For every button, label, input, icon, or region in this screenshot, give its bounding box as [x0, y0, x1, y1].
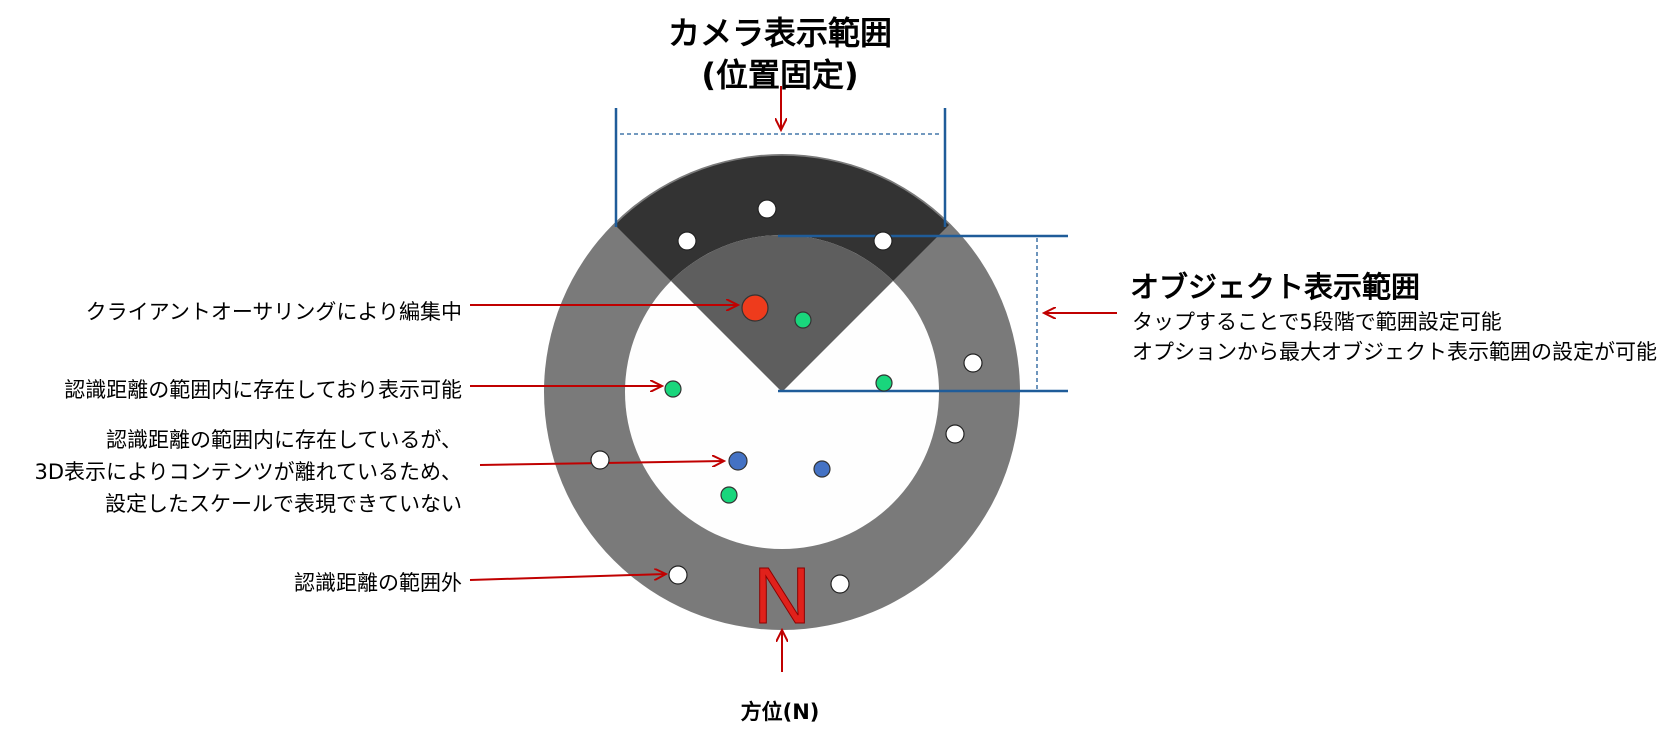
- visible-dot: [794, 311, 812, 329]
- legend-in-range-3d-line3: 設定したスケールで表現できていない: [105, 492, 462, 516]
- legend-in-range-3d-line1: 認識距離の範囲内に存在しているが、: [106, 428, 462, 452]
- in-range-3d-dot: [728, 451, 748, 471]
- out-dot: [830, 574, 850, 594]
- legend-editing: クライアントオーサリングにより編集中: [85, 300, 462, 324]
- legend-in-range-3d-line2: 3D表示によりコンテンツが離れているため、: [34, 460, 462, 484]
- legend-in-range-3d: 認識距離の範囲内に存在しているが、 3D表示によりコンテンツが離れているため、 …: [35, 424, 462, 520]
- legend-visible: 認識距離の範囲内に存在しており表示可能: [64, 378, 462, 402]
- editing-dot: [741, 294, 769, 322]
- object-range-desc-1: タップすることで5段階で範囲設定可能: [1132, 310, 1502, 334]
- camera-range-title-line2: (位置固定): [701, 56, 859, 94]
- out-dot: [757, 199, 777, 219]
- camera-range-title-line1: カメラ表示範囲: [667, 14, 892, 52]
- in-range-3d-dots: [728, 451, 831, 478]
- out-dot: [873, 231, 893, 251]
- visible-dot: [720, 486, 738, 504]
- out-dot: [677, 231, 697, 251]
- visible-dot: [875, 374, 893, 392]
- out-dot: [590, 450, 610, 470]
- camera-sector-inner: [671, 235, 893, 392]
- in-range-3d-dot: [813, 460, 831, 478]
- visible-dots: [664, 311, 893, 504]
- object-range-title: オブジェクト表示範囲: [1130, 270, 1421, 304]
- out-of-range-arrow: [469, 574, 666, 581]
- out-dot: [963, 353, 983, 373]
- out-dot: [668, 565, 688, 585]
- camera-range-title: カメラ表示範囲 (位置固定): [600, 12, 960, 96]
- out-dot: [945, 424, 965, 444]
- visible-dot: [664, 380, 682, 398]
- legend-out-of-range: 認識距離の範囲外: [294, 571, 462, 595]
- direction-label: 方位(N): [740, 700, 820, 724]
- north-glyph: N: [753, 551, 811, 640]
- out-of-range-dots: [590, 199, 983, 594]
- object-range-desc-2: オプションから最大オブジェクト表示範囲の設定が可能: [1132, 340, 1657, 364]
